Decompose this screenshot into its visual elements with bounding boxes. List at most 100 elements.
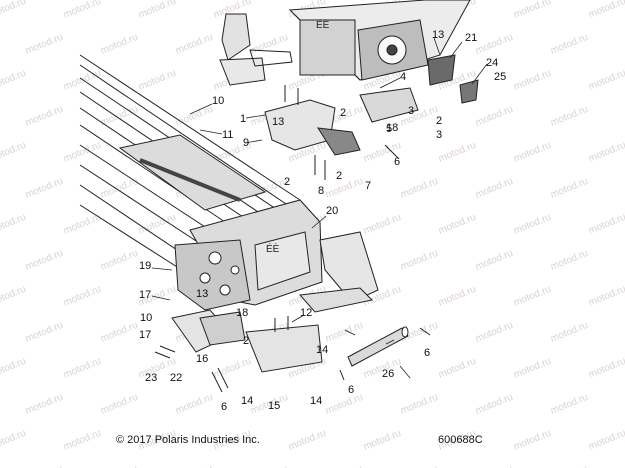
watermark-text: motod.ru xyxy=(587,428,625,453)
watermark-text: motod.ru xyxy=(549,248,590,273)
callout-21: 21 xyxy=(465,32,477,44)
watermark-text: motod.ru xyxy=(587,140,625,165)
watermark-text: motod.ru xyxy=(0,284,28,309)
callout-18: 18 xyxy=(236,307,248,319)
watermark-text: motod.ru xyxy=(324,392,365,417)
frame-artwork: ÉÈ ÉÈ xyxy=(79,0,488,393)
callout-5: 5 xyxy=(386,123,392,135)
watermark-text: motod.ru xyxy=(474,392,515,417)
watermark-text: motod.ru xyxy=(24,32,65,57)
callout-1: 1 xyxy=(240,113,246,125)
shaft-part xyxy=(347,326,409,367)
watermark-text: motod.ru xyxy=(512,284,553,309)
callout-7: 7 xyxy=(365,180,371,192)
watermark-text: motod.ru xyxy=(474,176,515,201)
watermark-text: motod.ru xyxy=(174,104,215,129)
copyright-notice: © 2017 Polaris Industries Inc. xyxy=(116,434,260,446)
svg-text:ÉÈ: ÉÈ xyxy=(316,18,330,31)
callout-2: 2 xyxy=(340,107,346,119)
callout-6: 6 xyxy=(424,347,430,359)
watermark-text: motod.ru xyxy=(62,140,103,165)
callout-12: 12 xyxy=(300,307,312,319)
watermark-text: motod.ru xyxy=(0,212,28,237)
watermark-text: motod.ru xyxy=(99,248,140,273)
watermark-text: motod.ru xyxy=(24,104,65,129)
watermark-text: motod.ru xyxy=(474,248,515,273)
lower-drum: ÉÈ xyxy=(174,199,323,311)
watermark-text: motod.ru xyxy=(137,0,178,21)
watermark-text: motod.ru xyxy=(437,284,478,309)
callout-4: 4 xyxy=(400,71,406,83)
callout-3: 3 xyxy=(408,105,414,117)
callout-15: 15 xyxy=(268,400,280,412)
watermark-text: motod.ru xyxy=(62,428,103,453)
watermark-text: motod.ru xyxy=(587,212,625,237)
watermark-text: motod.ru xyxy=(0,428,28,453)
drawing-code: 600688C xyxy=(438,434,483,446)
watermark-text: motod.ru xyxy=(24,248,65,273)
watermark-text: motod.ru xyxy=(474,464,515,468)
callout-10: 10 xyxy=(140,312,152,324)
watermark-text: motod.ru xyxy=(99,320,140,345)
callout-19: 19 xyxy=(139,260,151,272)
watermark-text: motod.ru xyxy=(99,464,140,468)
watermark-text: motod.ru xyxy=(249,32,290,57)
watermark-text: motod.ru xyxy=(99,392,140,417)
callout-6: 6 xyxy=(221,401,227,413)
watermark-text: motod.ru xyxy=(512,356,553,381)
watermark-text: motod.ru xyxy=(0,0,28,21)
watermark-text: motod.ru xyxy=(174,32,215,57)
callout-6: 6 xyxy=(348,384,354,396)
callout-3: 3 xyxy=(436,129,442,141)
callout-9: 9 xyxy=(243,137,249,149)
watermark-text: motod.ru xyxy=(399,176,440,201)
callout-14: 14 xyxy=(310,395,322,407)
watermark-text: motod.ru xyxy=(512,212,553,237)
watermark-text: motod.ru xyxy=(0,68,28,93)
callout-14: 14 xyxy=(241,395,253,407)
watermark-text: motod.ru xyxy=(324,320,365,345)
watermark-text: motod.ru xyxy=(549,320,590,345)
watermark-text: motod.ru xyxy=(437,140,478,165)
watermark-text: motod.ru xyxy=(62,0,103,21)
watermark-text: motod.ru xyxy=(549,32,590,57)
watermark-text: motod.ru xyxy=(512,68,553,93)
watermark-text: motod.ru xyxy=(399,392,440,417)
callout-17: 17 xyxy=(139,329,151,341)
callout-10: 10 xyxy=(212,95,224,107)
watermark-text: motod.ru xyxy=(587,68,625,93)
watermark-text: motod.ru xyxy=(24,464,65,468)
watermark-text: motod.ru xyxy=(399,248,440,273)
callout-11: 11 xyxy=(222,129,233,141)
watermark-text: motod.ru xyxy=(0,356,28,381)
watermark-text: motod.ru xyxy=(362,428,403,453)
leader-lines xyxy=(151,37,488,379)
callout-16: 16 xyxy=(196,353,208,365)
watermark-text: motod.ru xyxy=(549,104,590,129)
callout-25: 25 xyxy=(494,71,506,83)
callout-2: 2 xyxy=(284,176,290,188)
callout-2: 2 xyxy=(336,170,342,182)
watermark-text: motod.ru xyxy=(24,176,65,201)
callout-13: 13 xyxy=(272,116,284,128)
watermark-text: motod.ru xyxy=(549,464,590,468)
watermark-text: motod.ru xyxy=(249,464,290,468)
watermark-text: motod.ru xyxy=(0,140,28,165)
watermark-text: motod.ru xyxy=(24,392,65,417)
watermark-text: motod.ru xyxy=(474,32,515,57)
watermark-text: motod.ru xyxy=(549,176,590,201)
watermark-text: motod.ru xyxy=(99,32,140,57)
watermark-text: motod.ru xyxy=(24,320,65,345)
callout-22: 22 xyxy=(170,372,182,384)
watermark-text: motod.ru xyxy=(549,392,590,417)
watermark-text: motod.ru xyxy=(512,0,553,21)
upper-brackets xyxy=(219,13,479,156)
callout-24: 24 xyxy=(486,57,498,69)
watermark-text: motod.ru xyxy=(287,428,328,453)
watermark-text: motod.ru xyxy=(474,104,515,129)
callout-18: 18 xyxy=(386,122,398,134)
watermark-text: motod.ru xyxy=(62,284,103,309)
